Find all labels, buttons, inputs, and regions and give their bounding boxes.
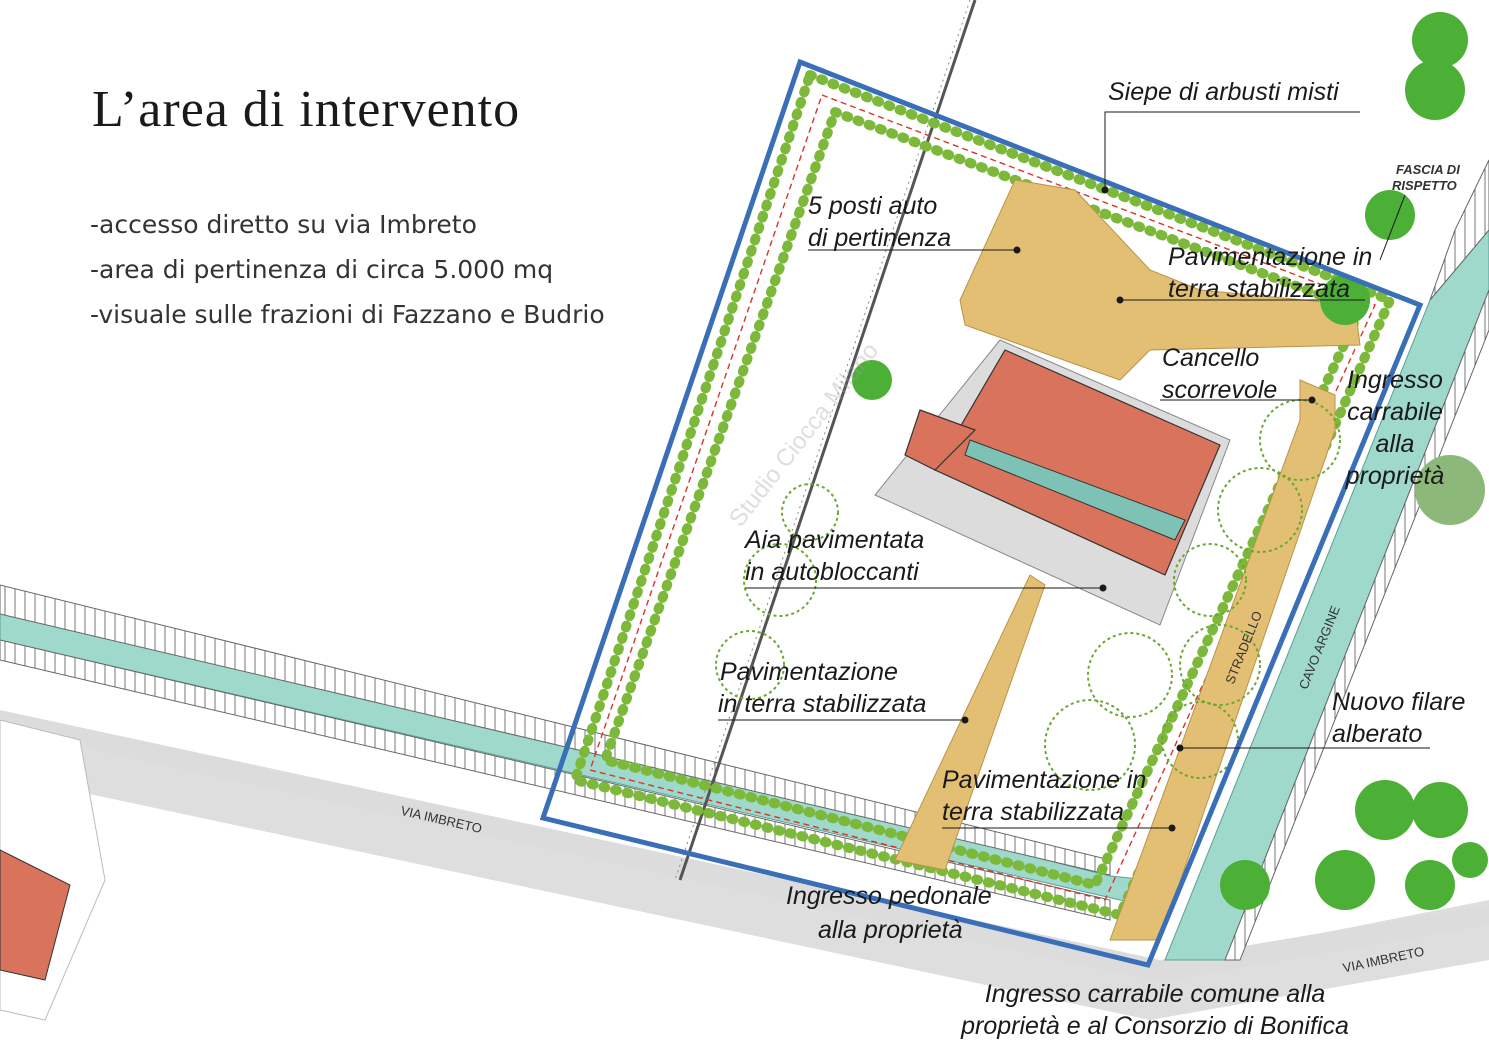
label-pav-bottom-1: Pavimentazione in	[942, 766, 1147, 794]
label-ingresso-carr-2: carrabile	[1347, 398, 1443, 426]
label-cancello-2: scorrevole	[1162, 376, 1278, 404]
label-pav-left-1: Pavimentazione	[720, 658, 898, 686]
label-aia-1: Aia pavimentata	[745, 526, 925, 554]
label-comune-1: Ingresso carrabile comune alla	[984, 980, 1326, 1008]
label-siepe: Siepe di arbusti misti	[1108, 78, 1339, 106]
property-boundary	[539, 58, 1424, 968]
stabilized-paving	[894, 179, 1361, 941]
label-pav-top-1: Pavimentazione in	[1168, 243, 1373, 271]
neighbour-building	[0, 719, 106, 1021]
feature-item: -visuale sulle frazioni di Fazzano e Bud…	[90, 300, 605, 329]
label-pav-bottom-2: terra stabilizzata	[942, 798, 1125, 826]
leader-lines	[718, 111, 1430, 832]
cavo-argine-canal	[1164, 159, 1489, 961]
label-fascia-1: FASCIA DI	[1396, 162, 1460, 177]
label-pav-left-2: in terra stabilizzata	[718, 690, 927, 718]
label-ingresso-carr-3: alla	[1375, 430, 1415, 458]
page-title: L’area di intervento	[92, 81, 521, 138]
label-ingresso-carr-4: proprietà	[1345, 462, 1445, 490]
label-posti-2: di pertinenza	[808, 224, 952, 252]
label-comune-2: proprietà e al Consorzio di Bonifica	[961, 1012, 1349, 1040]
label-ingresso-carr-1: Ingresso	[1347, 366, 1443, 394]
label-cancello-1: Cancello	[1162, 344, 1260, 372]
label-nuovo-1: Nuovo filare	[1332, 688, 1466, 716]
label-pedonale-2: alla proprietà	[818, 916, 963, 944]
label-pedonale-1: Ingresso pedonale	[786, 882, 992, 910]
via-imbreto-road	[0, 655, 1489, 1020]
house-roof	[904, 349, 1221, 576]
label-aia-2: in autobloccanti	[745, 558, 919, 586]
feature-item: -area di pertinenza di circa 5.000 mq	[90, 255, 554, 284]
green-trees	[852, 12, 1488, 910]
label-posti-1: 5 posti auto	[808, 192, 938, 220]
label-nuovo-2: alberato	[1332, 720, 1423, 748]
label-fascia-2: RISPETTO	[1392, 178, 1457, 193]
feature-list: -accesso diretto su via Imbreto -area di…	[90, 206, 605, 341]
feature-item: -accesso diretto su via Imbreto	[90, 210, 477, 239]
label-pav-top-2: terra stabilizzata	[1168, 275, 1351, 303]
